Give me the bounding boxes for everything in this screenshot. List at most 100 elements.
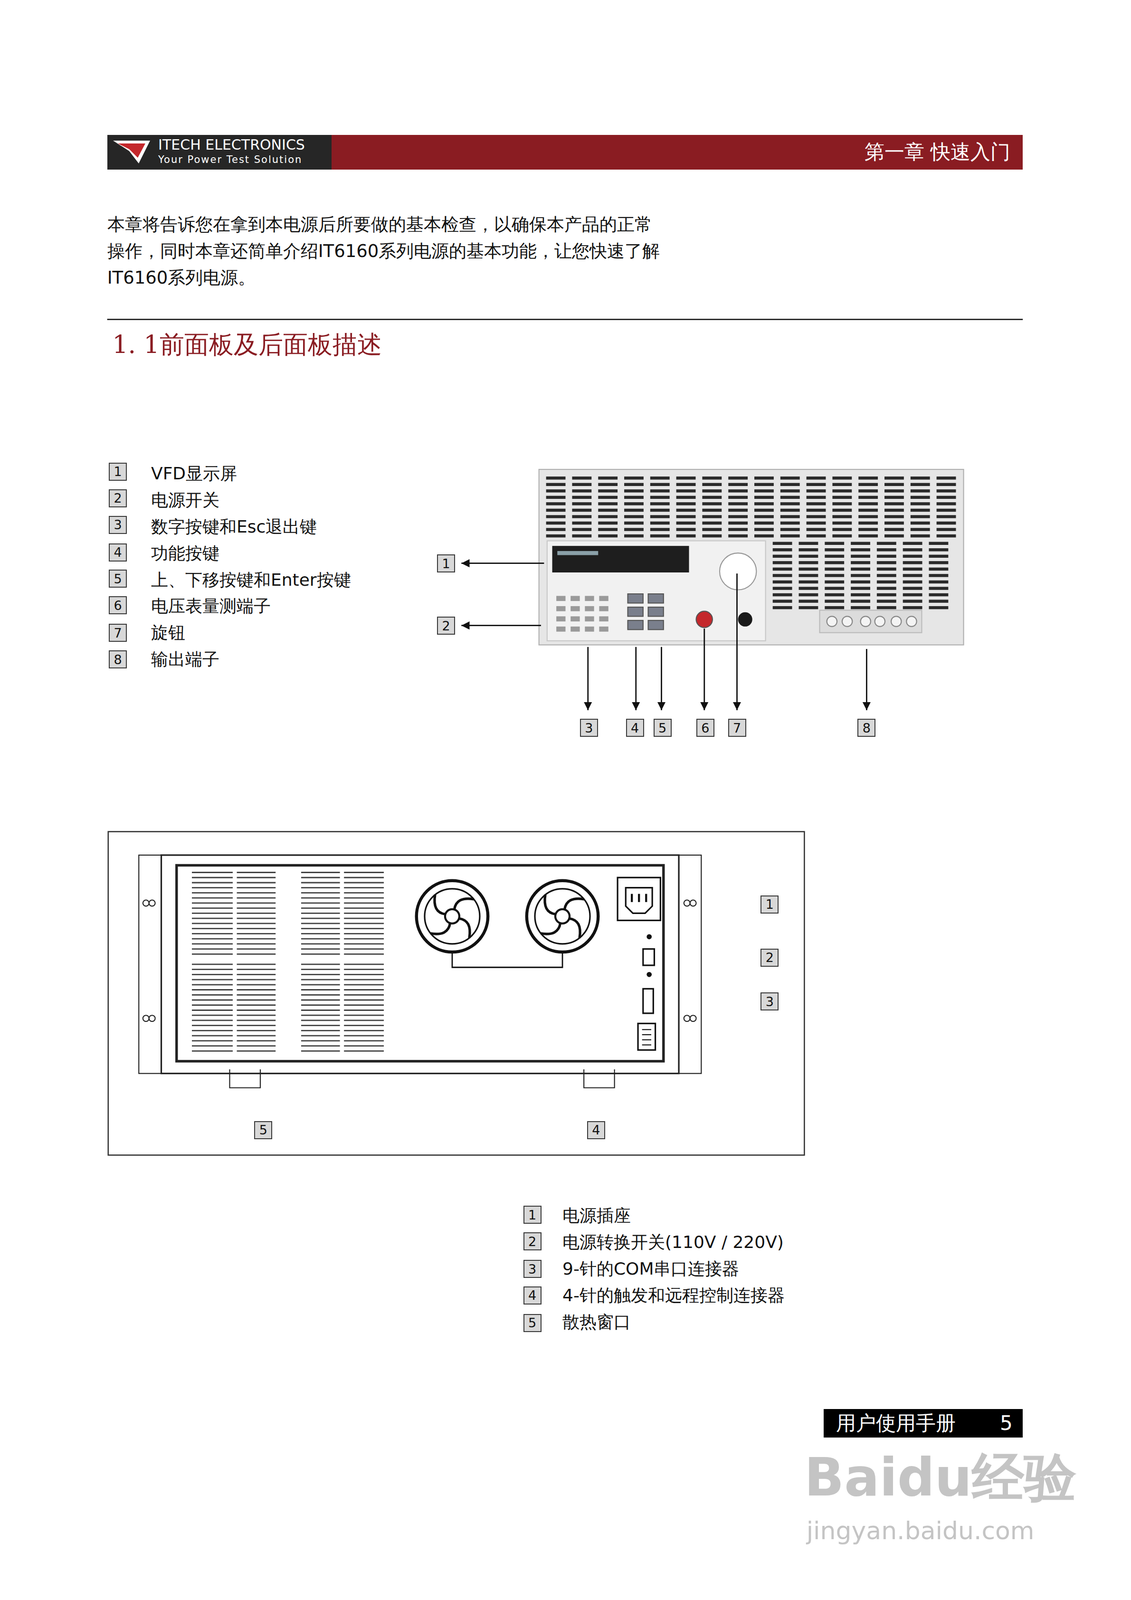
vent-slot <box>343 1024 384 1027</box>
vent-slot <box>902 541 923 545</box>
vent-slot <box>191 994 233 996</box>
callout-text: 1 <box>528 1208 537 1222</box>
vent-slot <box>824 554 845 558</box>
vent-slot <box>343 983 384 986</box>
leader-arrow <box>461 562 544 564</box>
rear-panel <box>108 831 805 1156</box>
vent-slot <box>301 1035 341 1037</box>
vent-slot <box>806 508 827 512</box>
vent-slot <box>237 871 276 874</box>
vent-slot <box>832 476 852 480</box>
vent-slot <box>191 948 233 950</box>
vent-slot <box>546 502 566 505</box>
vent-slot <box>301 1009 341 1011</box>
voltage-switch <box>643 949 655 966</box>
vent-slot <box>571 514 592 518</box>
vent-slot <box>858 514 878 518</box>
vent-slot <box>876 554 897 558</box>
fan-hub <box>555 909 570 924</box>
watermark: Baidu经验 <box>804 1447 1077 1508</box>
connector-pin <box>642 1039 652 1041</box>
vent-slot <box>806 476 827 480</box>
callout-number: 3 <box>108 515 127 534</box>
vent-slot <box>301 953 341 955</box>
vent-slot <box>343 932 384 935</box>
callout-text: 5 <box>528 1316 537 1330</box>
number-key <box>584 626 594 632</box>
vent-slot <box>237 1035 276 1037</box>
part-name: 4-针的触发和远程控制连接器 <box>562 1285 785 1305</box>
vent-slot <box>850 567 871 571</box>
vent-slot <box>650 495 670 499</box>
leader-arrow <box>865 648 868 711</box>
vfd-display <box>552 545 690 573</box>
connector-pin <box>642 1028 652 1030</box>
vent-slot <box>191 882 233 884</box>
vent-slot <box>910 508 931 512</box>
vent-slot <box>571 476 592 480</box>
vent-slot <box>780 508 800 512</box>
vent-slot <box>191 1009 233 1011</box>
callout-text: 8 <box>114 653 123 666</box>
vent-slot <box>728 521 748 525</box>
vent-slot <box>754 502 774 505</box>
vent-slot <box>546 514 566 518</box>
part-name: 数字按键和Esc退出键 <box>151 516 317 537</box>
display-glow <box>557 551 599 556</box>
vent-slot <box>191 983 233 986</box>
vent-slot <box>936 476 957 480</box>
vent-slot <box>702 483 722 486</box>
vent-slot <box>772 548 793 552</box>
vent-slot <box>343 938 384 940</box>
part-name: 电源插座 <box>562 1206 631 1226</box>
vent-slot <box>936 495 957 499</box>
foot <box>229 1069 261 1088</box>
vent-slot <box>343 953 384 955</box>
vent-slot <box>301 917 341 920</box>
vent-slot <box>191 907 233 909</box>
callout-number: 8 <box>108 650 127 669</box>
vent-slot <box>191 1004 233 1006</box>
callout-text: 7 <box>114 626 123 640</box>
vent-slot <box>598 489 618 493</box>
fan-blade <box>564 898 584 910</box>
vent-slot <box>343 871 384 874</box>
vent-slot <box>624 502 644 505</box>
function-key <box>627 620 644 630</box>
vent-slot <box>850 580 871 584</box>
fan-hub <box>445 909 460 924</box>
vent-slot <box>772 560 793 564</box>
vent-slot <box>772 573 793 577</box>
rack-ear <box>678 855 702 1074</box>
vent-slot <box>191 1014 233 1017</box>
vent-slot <box>191 1024 233 1027</box>
vent-slot <box>191 988 233 991</box>
vent-slot <box>598 514 618 518</box>
connector-pin <box>642 1034 652 1036</box>
vent-slot <box>832 527 852 531</box>
vent-slot <box>598 521 618 525</box>
vent-slot <box>910 534 931 538</box>
number-key <box>570 595 580 601</box>
vent-slot <box>929 560 949 564</box>
callout-number: 5 <box>653 718 672 737</box>
vent-slot <box>772 567 793 571</box>
vent-slot <box>884 495 904 499</box>
vent-slot <box>936 502 957 505</box>
output-terminal <box>874 616 885 627</box>
vent-slot <box>798 593 819 597</box>
vent-slot <box>936 483 957 486</box>
part-name: 上、下移按键和Enter按键 <box>151 570 352 590</box>
vent-slot <box>571 534 592 538</box>
callout-text: 3 <box>584 721 593 735</box>
vent-slot <box>650 476 670 480</box>
vent-slot <box>902 567 923 571</box>
vent-slot <box>571 483 592 486</box>
vent-slot <box>902 593 923 597</box>
screw <box>646 971 652 978</box>
vent-slot <box>728 483 748 486</box>
vent-slot <box>858 521 878 525</box>
part-name: VFD显示屏 <box>151 463 238 484</box>
vent-slot <box>598 483 618 486</box>
vent-slot <box>929 554 949 558</box>
